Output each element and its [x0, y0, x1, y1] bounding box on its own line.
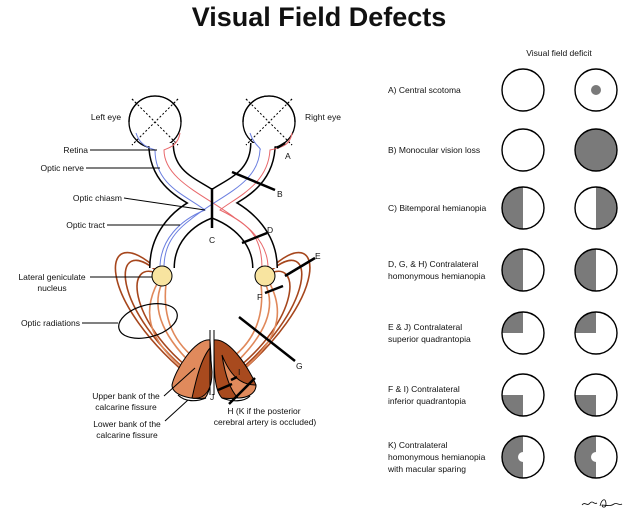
deficit-label: superior quadrantopia	[388, 334, 471, 344]
right-eye-field	[574, 311, 618, 355]
leader-lines	[82, 149, 206, 422]
label-optic-nerve: Optic nerve	[41, 163, 85, 173]
left-eye-field	[501, 311, 545, 355]
deficit-label: homonymous hemianopia	[388, 271, 486, 281]
letter-j: J	[210, 392, 214, 402]
deficit-label: E & J) Contralateral	[388, 322, 462, 332]
right-eye-field	[574, 68, 618, 112]
deficit-label: homonymous hemianopia	[388, 452, 486, 462]
lesion-b	[231, 170, 276, 192]
right-eye-field	[574, 248, 618, 292]
left-eye-field	[501, 373, 545, 417]
lesion-d	[241, 231, 268, 245]
left-eye-field	[501, 68, 545, 112]
label-lower-bank-1: Lower bank of the	[93, 419, 161, 429]
label-lgn-2: nucleus	[37, 283, 66, 293]
lesion-g	[238, 316, 296, 362]
letter-d: D	[267, 225, 273, 235]
lesion-f	[264, 284, 284, 295]
letter-a: A	[285, 151, 291, 161]
deficit-label: B) Monocular vision loss	[388, 145, 480, 155]
lesion-j	[217, 382, 233, 392]
lesion-markers	[210, 141, 316, 405]
letter-c: C	[209, 235, 215, 245]
letter-e: E	[315, 251, 321, 261]
label-optic-chiasm: Optic chiasm	[73, 193, 122, 203]
right-eye-field	[574, 186, 618, 230]
letter-f: F	[257, 292, 262, 302]
optic-nerves-tracts	[128, 95, 296, 269]
right-eye-field	[574, 435, 618, 479]
deficit-label: D, G, & H) Contralateral	[388, 259, 478, 269]
letter-g: G	[296, 361, 303, 371]
left-eye-field	[501, 435, 545, 479]
letter-i: I	[238, 367, 240, 377]
deficit-label: with macular sparing	[387, 464, 466, 474]
label-upper-bank-2: calcarine fissure	[95, 402, 157, 412]
lesion-e	[284, 256, 316, 278]
page-title: Visual Field Defects	[191, 2, 447, 32]
optic-radiations-ellipse	[118, 303, 178, 339]
deficit-label: F & I) Contralateral	[388, 384, 460, 394]
scotoma-spot	[591, 85, 601, 95]
label-retina: Retina	[63, 145, 88, 155]
deficit-label: K) Contralateral	[388, 440, 448, 450]
right-lgn	[254, 265, 276, 287]
left-eye-field	[501, 128, 545, 172]
label-upper-bank-1: Upper bank of the	[92, 391, 160, 401]
left-eye-field	[501, 248, 545, 292]
deficit-label: A) Central scotoma	[388, 85, 461, 95]
occipital-cortex	[171, 330, 257, 402]
label-h-note-1: H (K if the posterior	[227, 406, 300, 416]
letter-b: B	[277, 189, 283, 199]
label-right-eye: Right eye	[305, 112, 341, 122]
right-eye-field	[574, 128, 618, 172]
deficit-label: inferior quadrantopia	[388, 396, 466, 406]
deficit-label: C) Bitemporal hemianopia	[388, 203, 487, 213]
optic-radiations	[114, 251, 311, 386]
label-optic-radiations: Optic radiations	[21, 318, 80, 328]
label-lgn-1: Lateral geniculate	[18, 272, 85, 282]
column-header: Visual field deficit	[526, 48, 592, 58]
deficit-list: A) Central scotoma B) Monocular vision lo…	[387, 68, 618, 479]
label-h-note-2: cerebral artery is occluded)	[214, 417, 317, 427]
label-left-eye: Left eye	[91, 112, 122, 122]
label-lower-bank-2: calcarine fissure	[96, 430, 158, 440]
lesion-i	[230, 375, 238, 382]
lesion-a	[276, 141, 286, 150]
signature	[581, 499, 623, 508]
left-lgn	[151, 265, 173, 287]
label-optic-tract: Optic tract	[66, 220, 105, 230]
left-eye-field	[501, 186, 545, 230]
right-eye-field	[574, 373, 618, 417]
lesion-h	[228, 377, 256, 405]
